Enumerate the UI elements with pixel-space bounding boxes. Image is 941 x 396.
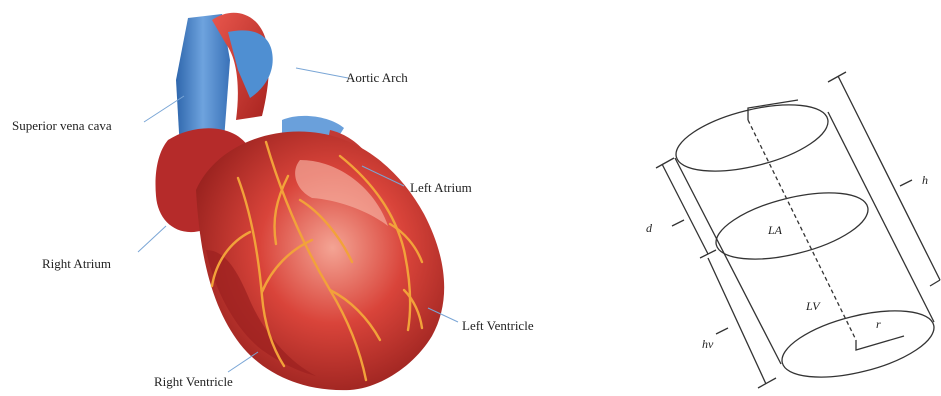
lv-label: LV — [805, 299, 821, 313]
cylinder-axis — [748, 120, 856, 340]
hv-dimension-line — [708, 258, 766, 384]
cylinder-bottom-ellipse — [776, 298, 941, 390]
top-radius-marker — [748, 100, 798, 120]
cylinder-middle-ellipse — [710, 180, 875, 272]
hv-label: hv — [702, 337, 714, 351]
left-ventricle-label: Left Ventricle — [462, 318, 534, 333]
right-atrium-label: Right Atrium — [42, 256, 111, 271]
la-label: LA — [767, 223, 783, 237]
cylinder-top-ellipse — [670, 92, 835, 184]
model-labels: h d hv LA LV r — [646, 173, 928, 351]
cylinder-model — [656, 72, 940, 390]
cylinder-right-wall — [828, 112, 934, 322]
right-ventricle-label: Right Ventricle — [154, 374, 233, 389]
cylinder-left-wall — [675, 158, 781, 364]
r-label: r — [876, 317, 881, 331]
bottom-radius-marker — [856, 336, 904, 350]
left-atrium-label: Left Atrium — [410, 180, 472, 195]
d-label: d — [646, 221, 653, 235]
aortic-arch-label: Aortic Arch — [346, 70, 408, 85]
superior-vena-cava-label: Superior vena cava — [12, 118, 112, 133]
h-label: h — [922, 173, 928, 187]
